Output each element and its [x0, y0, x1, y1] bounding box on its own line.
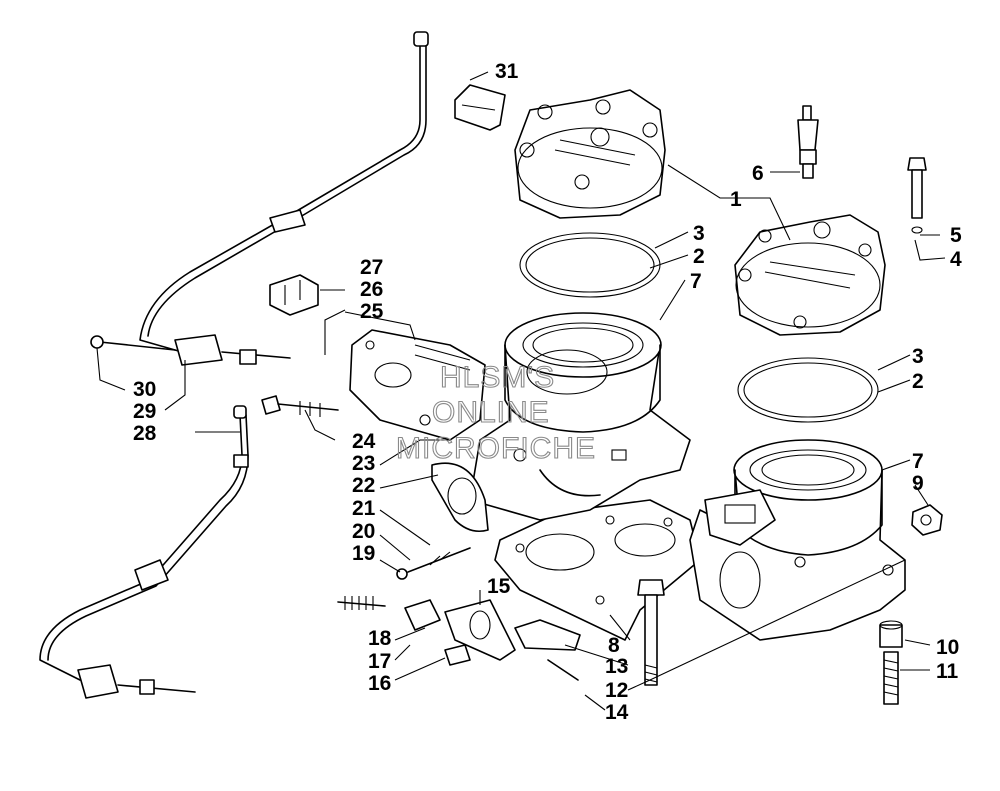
- long-bolt: [637, 579, 665, 686]
- cylinder-head-left: [514, 89, 666, 219]
- callout-labels: 31 6 1 5 4 3 2 7 3 2 7 9 10 11 8 13 12 1…: [133, 60, 962, 724]
- callout-13: 13: [605, 655, 628, 678]
- callout-23: 23: [352, 452, 375, 475]
- spark-plug: [797, 105, 819, 179]
- cylinder-head-right: [734, 214, 886, 336]
- watermark-line-3: MICROFICHE: [396, 432, 596, 465]
- watermark: HLSM'S ONLINE MICROFICHE: [395, 360, 596, 465]
- cylinder-right: [689, 439, 906, 641]
- screw-assembly: [396, 547, 471, 580]
- callout-11: 11: [936, 660, 959, 683]
- o-ring-left: [519, 232, 661, 298]
- base-gasket: [494, 499, 701, 641]
- exhaust-valve-housing: [349, 329, 486, 441]
- callout-24: 24: [352, 430, 376, 453]
- valve-gasket: [431, 462, 489, 533]
- flange-nut: [911, 504, 943, 536]
- callout-16: 16: [368, 672, 391, 695]
- o-ring-right: [737, 357, 879, 423]
- callout-15: 15: [487, 575, 511, 598]
- callout-10: 10: [936, 636, 959, 659]
- valve-linkage: [337, 596, 581, 681]
- control-cable-lower: [39, 405, 249, 699]
- callout-18: 18: [368, 627, 392, 650]
- callout-6: 6: [752, 162, 764, 185]
- callout-7a: 7: [690, 270, 702, 293]
- control-cable-upper: [90, 31, 429, 366]
- callout-2a: 2: [693, 245, 705, 268]
- callout-21: 21: [352, 497, 376, 520]
- bracket-clip: [454, 84, 506, 131]
- callout-29: 29: [133, 400, 156, 423]
- callout-17: 17: [368, 650, 391, 673]
- callout-25: 25: [360, 300, 384, 323]
- callout-26: 26: [360, 278, 383, 301]
- watermark-line-1: HLSM'S: [440, 361, 555, 394]
- callout-4: 4: [950, 248, 962, 271]
- callout-1: 1: [730, 188, 742, 211]
- callout-27: 27: [360, 256, 383, 279]
- head-bolt: [907, 157, 927, 234]
- callout-3b: 3: [912, 345, 924, 368]
- spacer: [879, 620, 903, 648]
- watermark-line-2: ONLINE: [432, 396, 550, 429]
- stud: [883, 651, 899, 705]
- callout-8: 8: [608, 634, 620, 657]
- leader-lines: [96, 71, 946, 711]
- callout-9: 9: [912, 472, 924, 495]
- cable-block: [269, 274, 319, 316]
- callout-12: 12: [605, 679, 628, 702]
- callout-5: 5: [950, 224, 962, 247]
- callout-20: 20: [352, 520, 375, 543]
- housing-bolt: [261, 395, 339, 417]
- callout-22: 22: [352, 474, 375, 497]
- cylinder-left: [469, 312, 691, 521]
- callout-30: 30: [133, 378, 156, 401]
- callout-3a: 3: [693, 222, 705, 245]
- callout-14: 14: [605, 701, 629, 724]
- callout-31: 31: [495, 60, 519, 83]
- callout-7b: 7: [912, 450, 924, 473]
- callout-19: 19: [352, 542, 375, 565]
- callout-28: 28: [133, 422, 157, 445]
- callout-2b: 2: [912, 370, 924, 393]
